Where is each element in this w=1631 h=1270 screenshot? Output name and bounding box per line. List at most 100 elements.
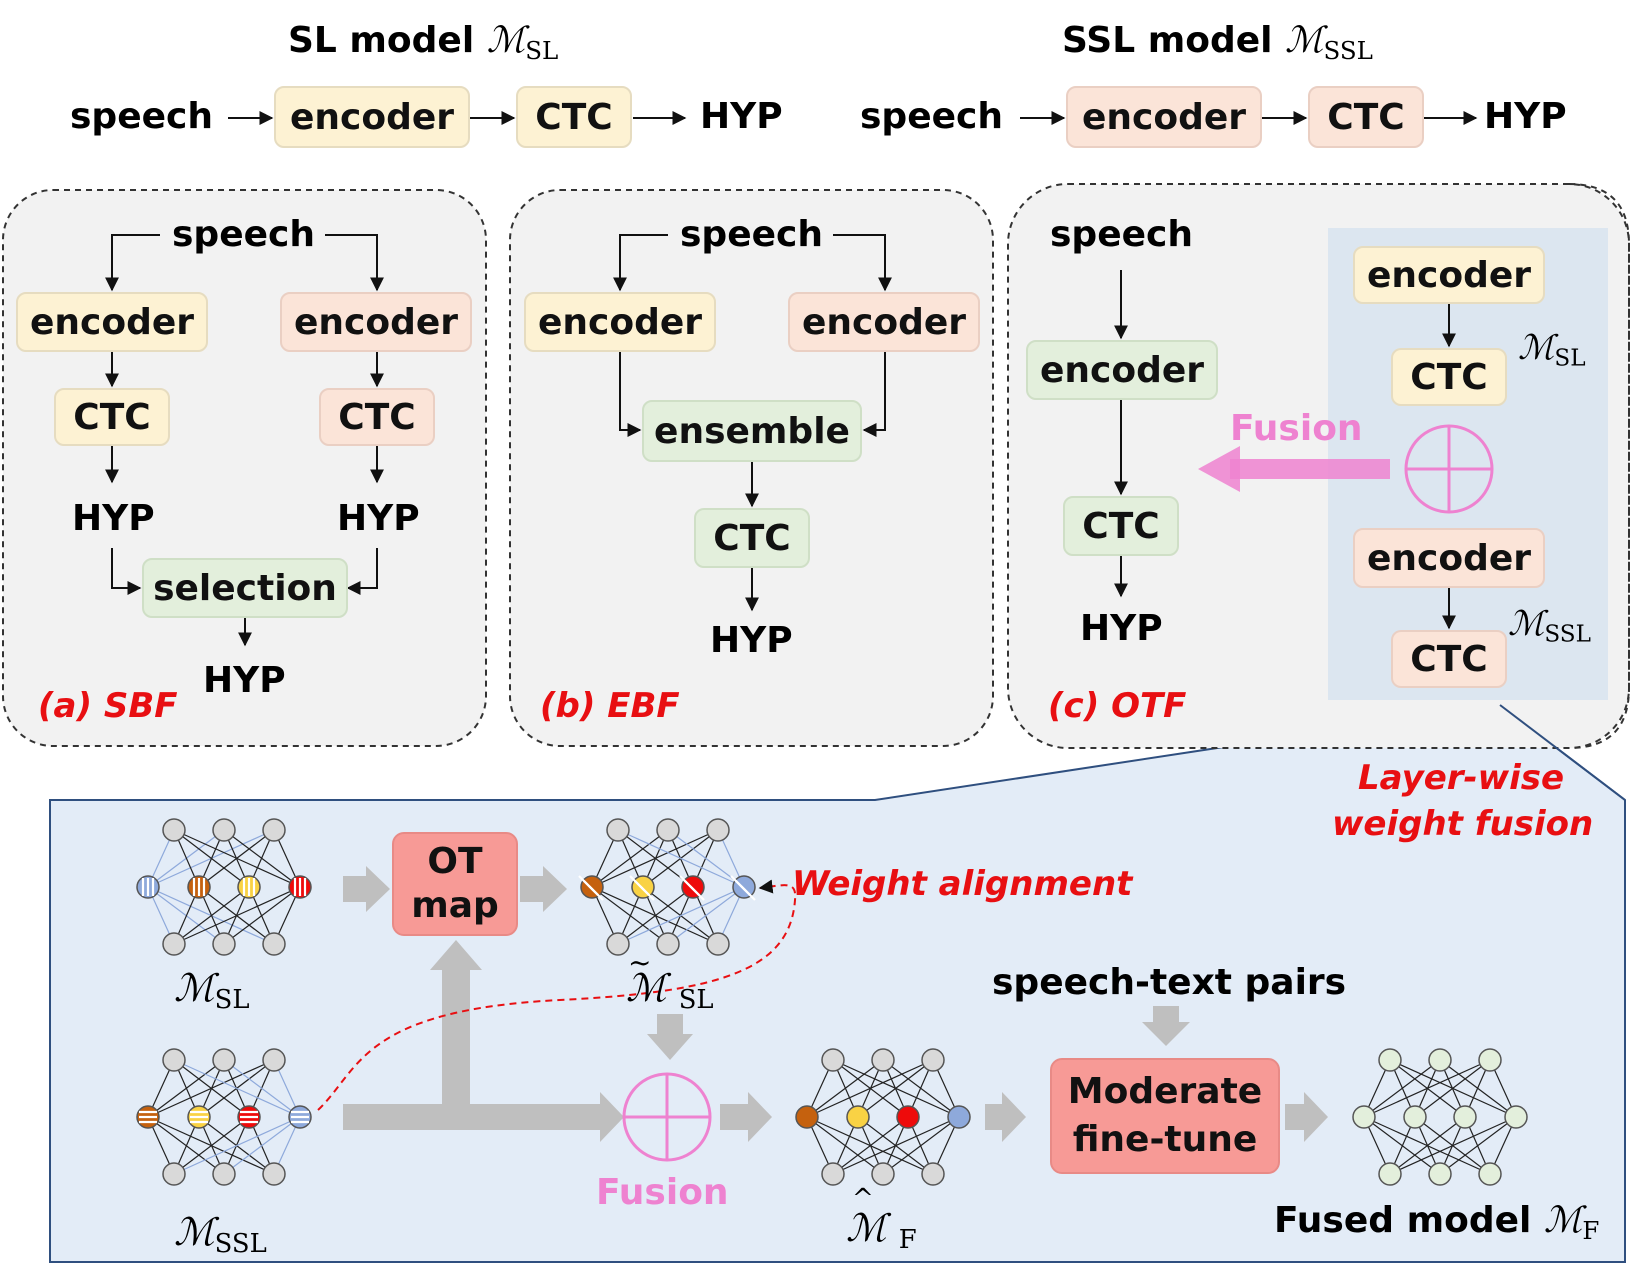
block-arrow-icon (343, 866, 1328, 1142)
panel-c-ssl-ctc: CTC (1391, 630, 1507, 688)
net-edge (617, 886, 745, 945)
net-edge (1389, 1059, 1517, 1118)
panel-b-speech: speech (680, 214, 823, 255)
net-edge (173, 1116, 250, 1175)
panel-b-arrows (613, 234, 892, 612)
neuron (162, 1162, 186, 1186)
panel-b-ssl-encoder: encoder (788, 292, 980, 352)
panel-c-sl-encoder: encoder (1353, 246, 1545, 304)
neuron (606, 932, 630, 956)
net-edge (667, 886, 745, 945)
net-edge (223, 1116, 301, 1175)
panel-a-label: (a) SBF (38, 686, 178, 726)
neuron (262, 932, 286, 956)
panel-a-sl-hyp: HYP (72, 498, 155, 539)
panel-c-speech: speech (1050, 214, 1193, 255)
net-edge (173, 829, 301, 888)
net-edge (173, 1059, 301, 1118)
top-sl-encoder: encoder (274, 86, 470, 148)
neuron (1453, 1105, 1477, 1129)
net-edge (832, 1059, 909, 1118)
net-sl-caption: ℳSL (174, 966, 250, 1016)
panel-c-hyp: HYP (1080, 608, 1163, 649)
panel-b-label: (b) EBF (540, 686, 680, 726)
net-edge (223, 886, 301, 945)
panel-c-sl-symbol: ℳSL (1518, 328, 1586, 372)
neuron (1352, 1105, 1376, 1129)
neuron (1403, 1105, 1427, 1129)
neuron (1428, 1048, 1452, 1072)
neuron (212, 1048, 236, 1072)
neuron (262, 1162, 286, 1186)
top-sl-hyp: HYP (700, 96, 783, 137)
panel-a-speech: speech (172, 214, 315, 255)
panel-a-ssl-encoder: encoder (280, 292, 472, 352)
top-ssl-encoder: encoder (1066, 86, 1262, 148)
net-fused-hat-caption: ℳ^ F (846, 1184, 917, 1256)
net-edge (1439, 1059, 1517, 1118)
net-edge (173, 886, 301, 945)
top-sl-ctc: CTC (516, 86, 632, 148)
panel-b-ctc: CTC (694, 508, 810, 568)
net-edge (173, 1116, 301, 1175)
neuron (1478, 1048, 1502, 1072)
neuron (162, 1048, 186, 1072)
neuron (795, 1105, 819, 1129)
panel-c-fused-ctc: CTC (1063, 496, 1179, 556)
net-edge (1439, 1116, 1517, 1175)
panel-c-ssl-symbol: ℳSSL (1508, 604, 1591, 648)
speech-text-pairs-label: speech-text pairs (992, 962, 1347, 1003)
neuron (656, 932, 680, 956)
net-edge (617, 886, 694, 945)
panel-b-ensemble: ensemble (642, 400, 862, 462)
net-edge (173, 886, 250, 945)
neuron (921, 1048, 945, 1072)
neuron (212, 818, 236, 842)
neuron-stripe (689, 885, 705, 901)
panel-a-ssl-ctc: CTC (319, 388, 435, 446)
top-ssl-hyp: HYP (1484, 96, 1567, 137)
panel-a-sl-encoder: encoder (16, 292, 208, 352)
neural-network-icon (136, 818, 1528, 1186)
top-ssl-ctc: CTC (1308, 86, 1424, 148)
panel-c-sl-ctc: CTC (1391, 348, 1507, 406)
panel-a-arrows (105, 234, 384, 647)
weight-alignment-curve (317, 879, 797, 1111)
neuron-stripe (639, 885, 655, 901)
net-edge (882, 1059, 960, 1118)
neuron (212, 932, 236, 956)
neuron (706, 818, 730, 842)
net-edge (223, 829, 301, 888)
plus-circle-icon (1404, 424, 1494, 514)
neuron-stripe (588, 885, 604, 901)
net-ssl-caption: ℳSSL (174, 1210, 267, 1260)
bottom-fusion-label: Fusion (596, 1172, 729, 1213)
neuron (656, 818, 680, 842)
neuron (1378, 1162, 1402, 1186)
panel-b-hyp: HYP (710, 620, 793, 661)
neuron (262, 818, 286, 842)
layer-wise-label-2: weight fusion (1332, 804, 1594, 844)
net-edge (832, 1116, 960, 1175)
net-edge (173, 1059, 250, 1118)
neuron (1478, 1162, 1502, 1186)
neuron (821, 1048, 845, 1072)
panel-c-fusion-label: Fusion (1230, 408, 1363, 449)
neuron (212, 1162, 236, 1186)
neuron (631, 875, 655, 899)
panel-b-sl-encoder: encoder (524, 292, 716, 352)
bottom-plus-circle-icon (622, 1072, 712, 1162)
neuron (1378, 1048, 1402, 1072)
net-edge (617, 829, 745, 888)
top-ssl-speech: speech (860, 96, 1003, 137)
net-edge (882, 1116, 960, 1175)
neuron (921, 1162, 945, 1186)
neuron-stripe (740, 885, 756, 901)
neuron (1504, 1105, 1528, 1129)
weight-alignment-label: Weight alignment (792, 864, 1133, 904)
neuron (580, 875, 604, 899)
neuron (162, 818, 186, 842)
net-edge (173, 829, 250, 888)
